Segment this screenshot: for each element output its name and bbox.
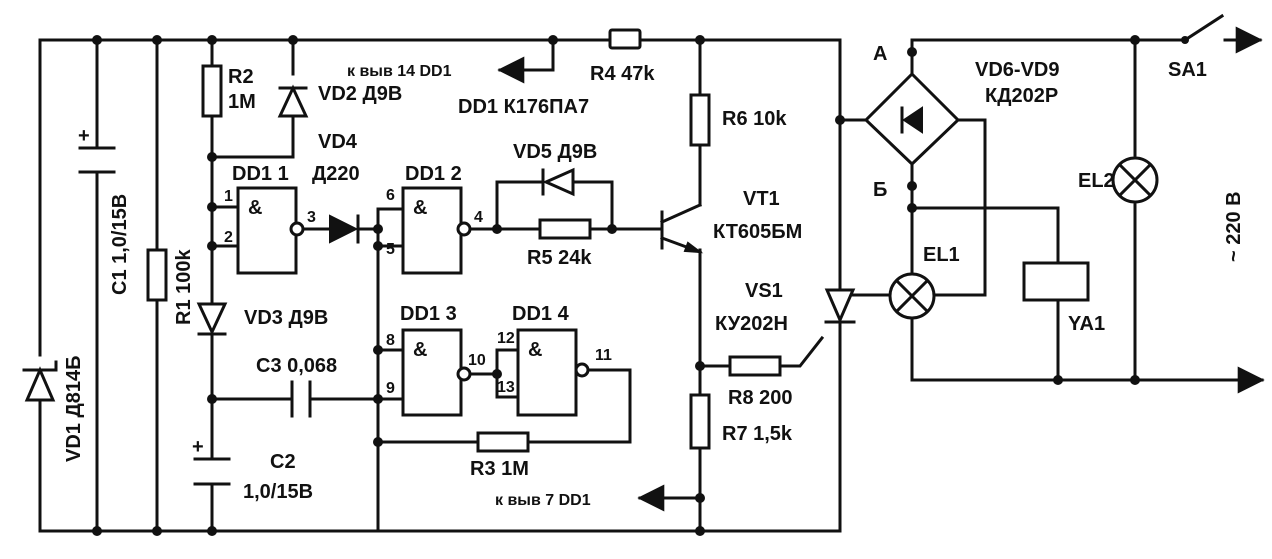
label-vd5: VD5 Д9В [513,141,597,163]
capacitor-c1 [78,146,116,174]
arrows [497,26,1265,512]
label-vd4: VD4 [318,131,358,153]
resistor-r5 [538,218,592,240]
label-node-a: А [873,43,887,65]
label-r2-value: 1M [228,91,256,113]
label-c2-plus: + [192,436,204,458]
label-vd1: VD1 Д814Б [63,356,85,462]
label-ya1: YA1 [1068,313,1105,335]
gate-dd1-3-symbol: & [413,339,427,361]
label-vs1-type: КУ202Н [715,313,788,335]
labels: R2 1M VD2 Д9В к выв 14 DD1 R4 47k DD1 К1… [63,43,1245,509]
label-c2-value: 1,0/15В [243,481,313,503]
label-el1: EL1 [923,244,960,266]
resistor-r2 [201,64,223,118]
pin-2: 2 [224,229,233,246]
capacitor-c2 [193,457,231,486]
resistor-r3 [476,431,530,453]
label-r5: R5 24k [527,247,592,269]
gate-dd1-2-symbol: & [413,197,427,219]
label-c1-plus: + [78,125,90,147]
label-vd4-type: Д220 [312,163,360,185]
label-bridge: VD6-VD9 [975,59,1059,81]
thyristor-vs1 [824,288,856,324]
pin-10: 10 [468,352,486,369]
resistor-r8 [728,355,782,377]
pin-13: 13 [497,379,515,396]
label-dd1-2: DD1 2 [405,163,462,185]
gate-dd1-4 [516,328,590,417]
diode-vd4 [329,214,360,244]
switch-sa1 [1181,13,1225,44]
label-dd1-4: DD1 4 [512,303,570,325]
diode-vd2 [277,84,309,118]
label-dd1-1: DD1 1 [232,163,289,185]
zener-diode-vd1 [22,360,58,402]
pin-11: 11 [595,347,612,364]
diode-bridge-vd6-vd9 [863,71,961,167]
gate-dd1-1-symbol: & [248,197,262,219]
gate-dd1-4-symbol: & [528,339,542,361]
label-vs1: VS1 [745,280,783,302]
label-r6: R6 10k [722,108,787,130]
resistor-r1 [146,248,168,302]
pin-4: 4 [474,209,483,226]
pin-5: 5 [386,241,395,258]
label-c3: С3 0,068 [256,355,337,377]
label-r2: R2 [228,66,254,88]
resistor-r7 [689,393,711,450]
label-vd2: VD2 Д9В [318,83,402,105]
gate-dd1-1 [236,186,305,275]
pin-6: 6 [386,187,395,204]
gate-dd1-3 [401,328,472,417]
pin-9: 9 [386,380,395,397]
gate-dd1-2 [401,186,472,275]
junction-dots [92,35,1140,536]
label-to-pin14: к выв 14 DD1 [347,63,452,80]
label-bridge-type: КД202Р [985,85,1058,107]
label-dd1-3: DD1 3 [400,303,457,325]
lamp-el1 [888,272,936,320]
label-el2: EL2 [1078,170,1115,192]
pin-1: 1 [224,188,233,205]
pin-8: 8 [386,332,395,349]
diode-vd3 [196,302,228,336]
label-sa1: SA1 [1168,59,1207,81]
label-mains: ~ 220 В [1223,191,1245,262]
label-r7: R7 1,5k [722,423,793,445]
label-r8: R8 200 [728,387,793,409]
label-node-b: Б [873,179,887,201]
resistor-r6 [689,93,711,147]
label-r3: R3 1M [470,458,529,480]
label-dd1-type: DD1 К176ПА7 [458,96,589,118]
label-r1: R1 100k [173,249,195,325]
label-r4: R4 47k [590,63,655,85]
relay-ya1 [1022,261,1090,302]
lamp-el2 [1111,156,1159,204]
label-vt1: VT1 [743,188,780,210]
label-c2: С2 [270,451,296,473]
pin-3: 3 [307,209,316,226]
diode-vd5 [541,167,575,197]
resistor-r4 [608,28,642,50]
label-vt1-type: КТ605БМ [713,221,802,243]
pin-12: 12 [497,330,515,347]
label-vd3: VD3 Д9В [244,307,328,329]
label-c1: С1 1,0/15В [109,194,131,295]
capacitor-c3 [290,380,312,418]
transistor-vt1 [660,203,704,254]
label-to-pin7: к выв 7 DD1 [495,492,591,509]
